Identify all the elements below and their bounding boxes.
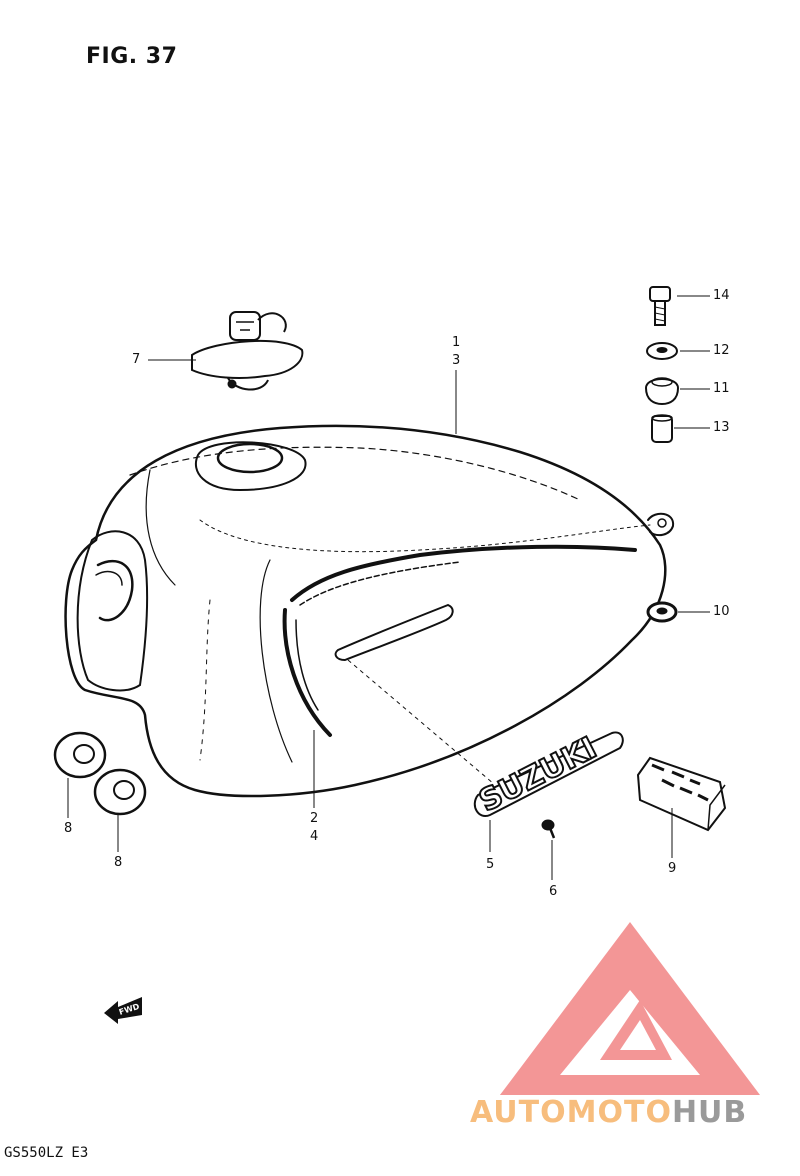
callout-13: 13 — [713, 420, 730, 435]
cushion-part — [644, 377, 680, 406]
bolt-part — [649, 286, 671, 326]
washer-part — [646, 342, 678, 360]
callout-4: 4 — [310, 829, 319, 844]
fuel-cap-part — [191, 311, 304, 391]
callout-5: 5 — [486, 857, 495, 872]
cushion-block-part — [636, 756, 727, 832]
callout-14: 14 — [713, 288, 730, 303]
callout-3: 3 — [452, 353, 461, 368]
leader-lines — [67, 295, 710, 880]
watermark-logo — [500, 922, 760, 1095]
callout-8-rear: 8 — [114, 855, 123, 870]
callout-12: 12 — [713, 343, 730, 358]
watermark-text-part1: AUTOMOTO — [470, 1095, 672, 1130]
cushion-front-part — [53, 731, 107, 779]
callout-8-front: 8 — [64, 821, 73, 836]
emblem-text: SUZUKI — [474, 731, 603, 820]
watermark-text-part2: HUB — [671, 1095, 748, 1130]
fuel-tank — [64, 424, 675, 798]
callout-1: 1 — [452, 335, 461, 350]
emblem-part: SUZUKI — [473, 730, 624, 820]
spacer-part — [651, 414, 673, 443]
model-code: GS550LZ E3 — [4, 1145, 89, 1161]
cushion-rear-part — [93, 768, 147, 816]
forward-direction-arrow: FWD — [104, 997, 142, 1024]
callout-11: 11 — [713, 381, 730, 396]
callout-9: 9 — [668, 861, 677, 876]
figure-title: FIG. 37 — [86, 44, 178, 69]
grommet-part — [646, 601, 678, 623]
callout-2: 2 — [310, 811, 319, 826]
callout-10: 10 — [713, 604, 730, 619]
callout-6: 6 — [549, 884, 558, 899]
screw-part — [541, 819, 556, 839]
callout-7: 7 — [132, 352, 141, 367]
watermark-text: AUTOMOTOHUB — [470, 1095, 747, 1130]
